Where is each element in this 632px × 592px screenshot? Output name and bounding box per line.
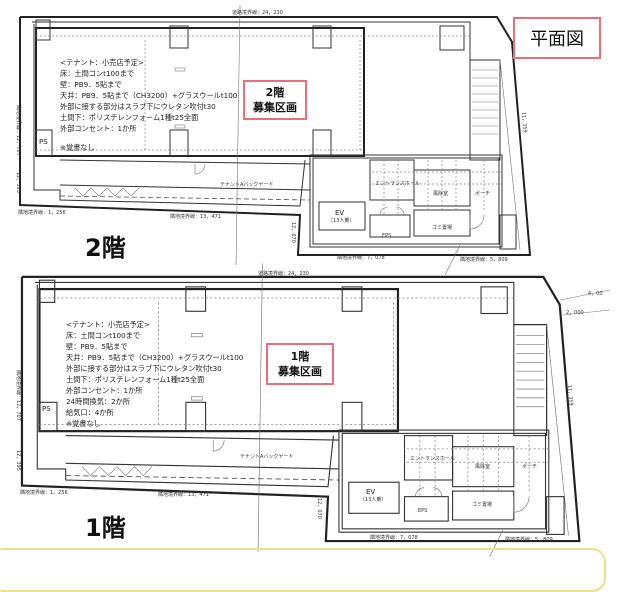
boundary-step-2f: 12，070 [290, 222, 296, 243]
backyard-label-2f: テナントAバックヤード [220, 182, 273, 188]
ps-label-2f: PS [39, 138, 48, 146]
svg-text:壁：PB9．5貼まで: 壁：PB9．5貼まで [60, 80, 122, 89]
area-caption-2f: 募集区画 [253, 101, 297, 114]
entrance-label-2f: エントランスホール [375, 181, 420, 187]
svg-text:給気口：4か所: 給気口：4か所 [66, 408, 114, 417]
svg-text:外部コンセント：1か所: 外部コンセント：1か所 [60, 124, 136, 133]
boundary-bottom-mid-1f: 隣地境界線：13，471 [158, 491, 209, 498]
area-caption-1f: 募集区画 [278, 365, 322, 378]
svg-text:<テナント：小売店予定>: <テナント：小売店予定> [66, 320, 150, 329]
boundary-bottom-left-2f: 隣地境界線：1，256 [18, 209, 66, 216]
porch-label-1f: ポーチ [522, 463, 537, 470]
svg-text:床：土間コンt100まで: 床：土間コンt100まで [60, 69, 134, 78]
eps-label-2f: EPS [382, 233, 391, 239]
entrance-label-1f: エントランスホール [410, 456, 455, 462]
ev-label-1f: EV [366, 488, 375, 496]
svg-text:外部に接する部分はスラブ下にウレタン吹付t30: 外部に接する部分はスラブ下にウレタン吹付t30 [60, 102, 216, 111]
plan-title: 平面図 [513, 17, 601, 59]
boundary-left-2f: 隣地境界線：12，707 [15, 105, 22, 156]
svg-text:土間下：ポリスチレンフォーム1種t25全面: 土間下：ポリスチレンフォーム1種t25全面 [60, 113, 198, 122]
area-floor-1f: 1階 [290, 350, 310, 363]
vestibule-label-2f: 風除室 [433, 190, 448, 197]
tenant-notes-2f: <テナント：小売店予定> 床：土間コンt100まで 壁：PB9．5貼まで 天井：… [60, 58, 238, 152]
svg-text:※覚書なし: ※覚書なし [60, 143, 95, 152]
leasing-area-1f: 1階 募集区画 [266, 343, 334, 385]
dimension-line [559, 289, 611, 301]
porch-label-2f: ポーチ [475, 190, 490, 197]
boundary-right-2f: 11，359 [520, 112, 528, 133]
ev-capacity-1f: （13人乗） [360, 496, 386, 503]
boundary-step-1f: 12，070 [316, 498, 322, 519]
boundary-core-1f: 隣地境界線：7，078 [370, 534, 418, 541]
garbage-label-2f: ゴミ置場 [432, 224, 452, 231]
svg-text:24時間換気：2か所: 24時間換気：2か所 [66, 397, 130, 406]
dimension-a-1f: 4，00 [588, 291, 603, 297]
boundary-right-bottom-1f: 隣地境界線：5，809 [505, 536, 553, 543]
floor-label-1f: 1階 [85, 514, 126, 542]
garbage-label-1f: ゴミ置場 [472, 501, 492, 508]
svg-text:土間下：ポリスチレンフォーム1種t25全面: 土間下：ポリスチレンフォーム1種t25全面 [66, 375, 204, 384]
svg-text:※覚書なし: ※覚書なし [66, 419, 101, 428]
svg-text:<テナント：小売店予定>: <テナント：小売店予定> [60, 58, 144, 67]
ev-label-2f: EV [335, 209, 344, 217]
boundary-right-bottom-2f: 隣地境界線：5，809 [460, 256, 508, 263]
area-floor-2f: 2階 [265, 86, 285, 99]
boundary-bottom-left-1f: 隣地境界線：1，256 [20, 489, 68, 496]
tenant-notes-1f: <テナント：小売店予定> 床：土間コンt100まで 壁：PB9．5貼まで 天井：… [66, 320, 244, 428]
boundary-right-1f: 11，359 [566, 385, 574, 406]
boundary-top-2f: 道路境界線：24，230 [232, 9, 283, 16]
boundary-top-1f: 道路境界線：24，230 [258, 270, 309, 277]
bottom-frame [0, 548, 606, 592]
vestibule-label-1f: 風除室 [475, 463, 490, 470]
dimension-b-1f: 2，000 [566, 310, 584, 316]
ps-label-1f: PS [42, 405, 51, 413]
boundary-bottom-mid-2f: 隣地境界線：13，471 [170, 213, 221, 220]
svg-text:天井：PB9．5貼まで（CH3200）+グラスウールt100: 天井：PB9．5貼まで（CH3200）+グラスウールt100 [60, 91, 238, 100]
boundary-left-lower-1f: 12，395 [15, 450, 21, 471]
boundary-core-2f: 隣地境界線：7，078 [337, 254, 385, 261]
dimension-line [562, 309, 611, 316]
boundary-left-1f: 隣地境界線：12，707 [15, 370, 22, 421]
floor-plan-drawing: 道路境界線：24，230 隣地境界線：13，471 隣地境界線：1，256 隣地… [15, 4, 611, 557]
floor-label-2f: 2階 [85, 234, 126, 262]
boundary-left-lower-2f: 12，395 [15, 172, 21, 193]
backyard-label-1f: テナントAバックヤード [240, 454, 293, 460]
svg-text:天井：PB9．5貼まで（CH3200）+グラスウールt100: 天井：PB9．5貼まで（CH3200）+グラスウールt100 [66, 353, 244, 362]
svg-text:床：土間コンt100まで: 床：土間コンt100まで [66, 331, 140, 340]
svg-text:外部コンセント：1か所: 外部コンセント：1か所 [66, 386, 142, 395]
eps-label-1f: EPS [418, 508, 427, 514]
svg-text:外部に接する部分はスラブ下にウレタン吹付t30: 外部に接する部分はスラブ下にウレタン吹付t30 [66, 364, 222, 373]
svg-text:壁：PB9．5貼まで: 壁：PB9．5貼まで [66, 342, 128, 351]
leasing-area-2f: 2階 募集区画 [243, 80, 307, 120]
ev-capacity-2f: （13人乗） [328, 217, 354, 224]
